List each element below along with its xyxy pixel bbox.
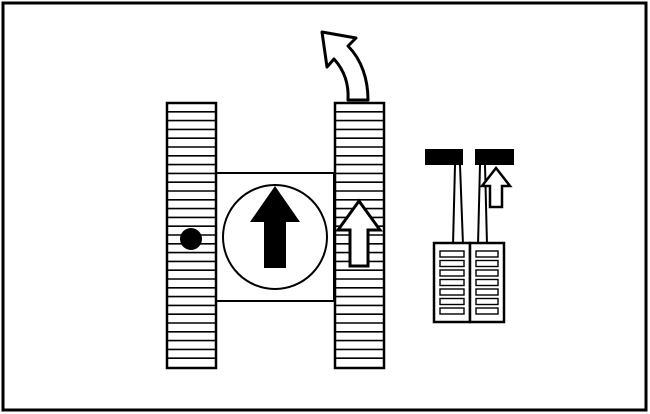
pedal-slots <box>439 250 499 315</box>
curved-left-turn-arrow-icon <box>320 30 370 102</box>
pedal-slot <box>475 250 499 258</box>
pedal-slot <box>439 259 465 268</box>
pedal-slot <box>475 307 499 315</box>
left-lever-handle <box>425 149 463 165</box>
pedal-slot <box>475 269 499 277</box>
pedal-slot <box>439 288 465 296</box>
right-track-up-arrow-icon <box>335 198 383 268</box>
pedal-slot <box>439 278 465 287</box>
pedal-slot <box>475 297 499 306</box>
pivot-dot-icon <box>180 228 202 250</box>
pedal-slot <box>439 250 465 258</box>
lever-rods <box>452 164 488 246</box>
pedal-slot <box>475 259 499 268</box>
pedal-slot <box>475 288 499 296</box>
pedal-slot <box>475 278 499 287</box>
travel-pedals-icon <box>425 149 514 324</box>
pedal-slot <box>439 307 465 315</box>
up-arrow-solid-icon <box>250 186 300 268</box>
pedal-slot <box>439 297 465 306</box>
pedal-up-arrow-icon <box>479 165 513 209</box>
right-lever-handle <box>475 149 514 165</box>
pedal-slot <box>439 269 465 277</box>
